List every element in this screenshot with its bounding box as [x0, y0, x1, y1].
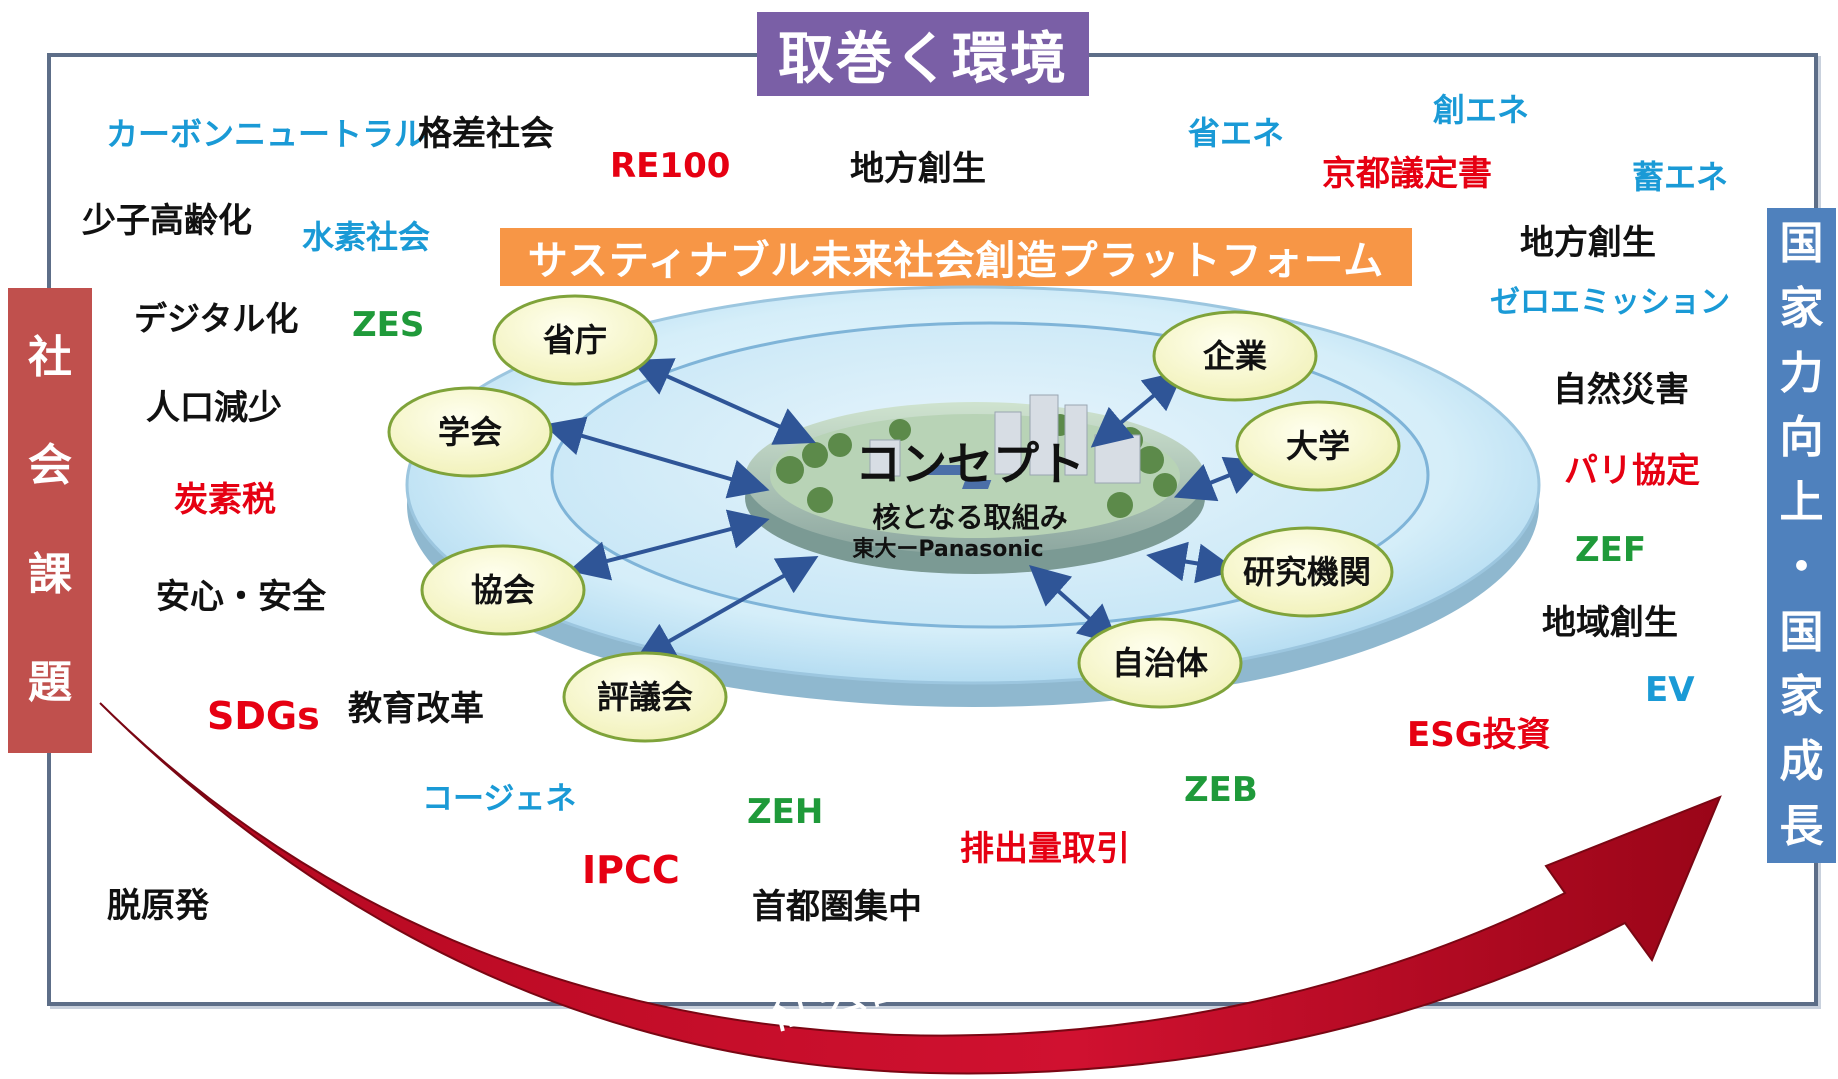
node-university: 大学 [1235, 400, 1401, 492]
national-growth-banner-char: 家 [1779, 282, 1824, 334]
concept-subtitle: 核となる取組み [872, 501, 1067, 534]
social-issues-banner-char: 社 [28, 332, 72, 384]
node-label: 研究機関 [1243, 553, 1371, 591]
keyword-aging-society: 少子高齢化 [82, 201, 252, 241]
keyword-energy-storage: 蓄エネ [1632, 158, 1729, 196]
connector-university [1173, 456, 1267, 502]
connector-municipality [1029, 565, 1119, 645]
national-growth-banner-char: 成 [1779, 736, 1824, 788]
platform-title: サスティナブル未来社会創造プラットフォーム [500, 228, 1412, 286]
header-title: 取巻く環境 [757, 12, 1089, 96]
keyword-carbon-tax: 炭素税 [174, 480, 276, 520]
social-issues-banner-char: 課 [28, 548, 72, 600]
keyword-zeh: ZEH [747, 792, 824, 832]
keyword-regional-revitalization: 地方創生 [850, 149, 986, 189]
keyword-nuclear-phaseout: 脱原発 [107, 886, 209, 926]
keyword-zero-emission: ゼロエミッション [1490, 285, 1730, 320]
keyword-regional-revitalization-2: 地方創生 [1520, 223, 1656, 263]
keyword-capital-concentration: 首都圏集中 [752, 887, 922, 927]
national-growth-banner-char: 国 [1779, 218, 1824, 269]
concept-caption: 東大ーPanasonic [852, 537, 1043, 562]
national-growth-banner-char: 上 [1779, 477, 1824, 529]
keyword-ipcc: IPCC [582, 848, 680, 892]
keyword-ev: EV [1645, 670, 1695, 710]
keyword-zes: ZES [352, 305, 425, 345]
keyword-population-decline: 人口減少 [146, 388, 282, 428]
connector-society [543, 416, 770, 499]
keyword-emissions-trading: 排出量取引 [960, 829, 1130, 869]
keyword-digitalization: デジタル化 [134, 299, 299, 338]
keyword-safety-security: 安心・安全 [156, 577, 326, 617]
keyword-zef: ZEF [1575, 530, 1647, 570]
node-label: 学会 [438, 413, 502, 451]
national-growth-banner-char: 長 [1779, 800, 1824, 852]
node-council: 評議会 [562, 651, 728, 743]
node-ministry: 省庁 [492, 294, 658, 386]
node-company: 企業 [1152, 310, 1318, 402]
keyword-paris-agreement: パリ協定 [1564, 451, 1700, 491]
keyword-energy-creation: 創エネ [1433, 91, 1530, 129]
keyword-natural-disaster: 自然災害 [1553, 370, 1689, 410]
keyword-inequality: 格差社会 [418, 114, 554, 154]
node-label: 企業 [1203, 337, 1267, 375]
social-issues-banner-char: 会 [28, 440, 72, 492]
connector-ministry [631, 358, 816, 445]
node-association: 協会 [420, 544, 586, 636]
keyword-energy-saving: 省エネ [1188, 114, 1285, 152]
keyword-kyoto-protocol: 京都議定書 [1322, 154, 1492, 194]
national-growth-banner-char: ・ [1779, 541, 1824, 593]
keyword-sdgs: SDGs [207, 694, 320, 738]
node-municipality: 自治体 [1077, 617, 1243, 709]
keyword-education-reform: 教育改革 [348, 689, 484, 729]
national-growth-banner-char: 家 [1779, 671, 1824, 723]
concept-title: コンセプト [855, 437, 1085, 491]
keyword-regional-creation: 地域創生 [1542, 603, 1678, 643]
keyword-hydrogen-society: 水素社会 [302, 218, 431, 256]
national-growth-banner-char: 国 [1779, 606, 1824, 658]
social-issues-banner-char: 題 [28, 656, 72, 708]
national-growth-banner-char: 向 [1779, 412, 1824, 464]
node-label: 省庁 [543, 321, 607, 359]
keyword-zeb: ZEB [1184, 770, 1258, 810]
connector-company [1090, 370, 1185, 448]
connector-research [1146, 541, 1237, 584]
node-label: 自治体 [1112, 644, 1208, 682]
connector-arrows [543, 358, 1267, 661]
keyword-esg-investment: ESG投資 [1407, 715, 1551, 755]
node-label: 大学 [1286, 427, 1350, 465]
connector-council [634, 556, 819, 661]
national-growth-banner-char: 力 [1779, 347, 1824, 399]
node-society: 学会 [387, 386, 553, 478]
keyword-re100: RE100 [610, 146, 731, 186]
social-issues-banner: 社会課題 [8, 288, 92, 753]
node-label: 評議会 [597, 678, 693, 716]
keyword-carbon-neutral: カーボンニュートラル [106, 115, 427, 153]
node-research: 研究機関 [1220, 526, 1394, 618]
connector-association [568, 509, 770, 581]
national-growth-banner: 国家力向上・国家成長 [1767, 208, 1836, 863]
keyword-cogeneration: コージェネ [422, 781, 577, 817]
concept-island [745, 394, 1205, 574]
node-label: 協会 [471, 571, 535, 609]
